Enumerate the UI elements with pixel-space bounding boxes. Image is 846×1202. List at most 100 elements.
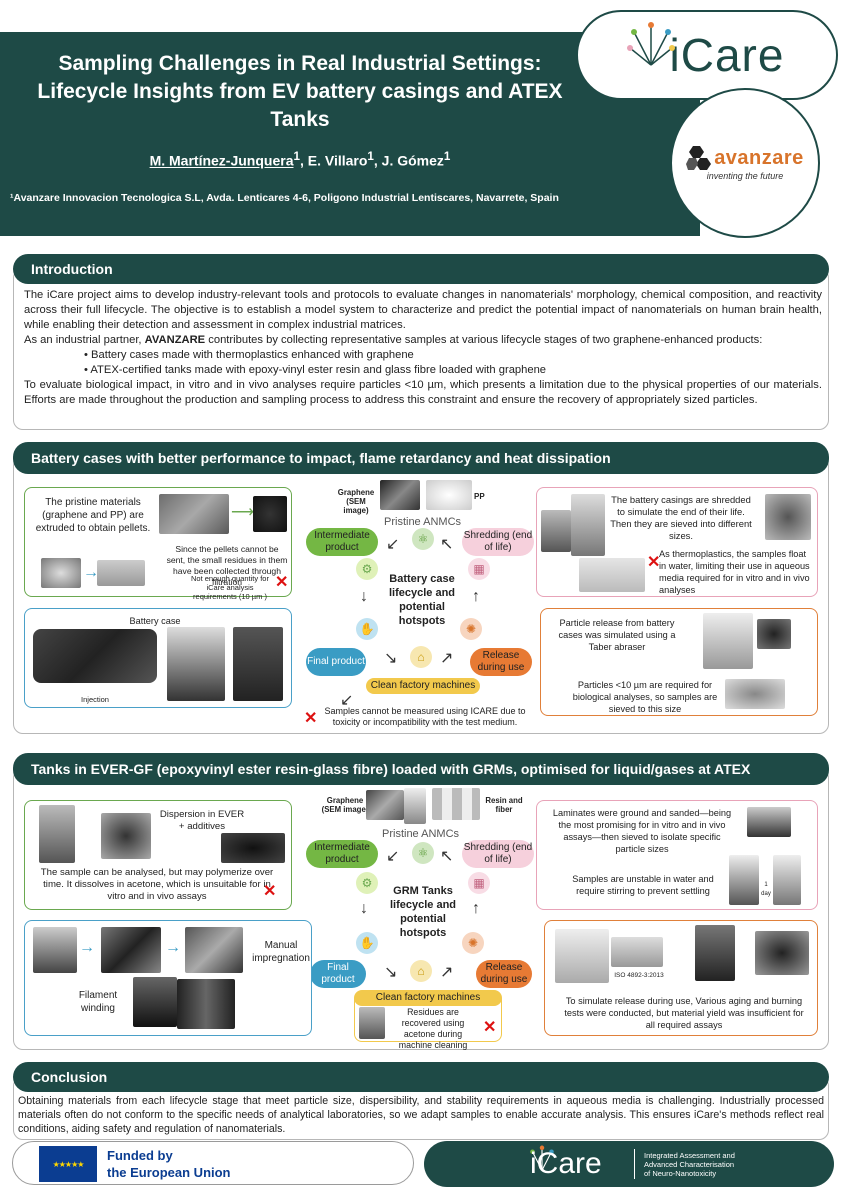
battery-final-panel: Battery case Injection — [24, 608, 292, 708]
tanks-arrow-2: ↖ — [440, 848, 454, 865]
footer-divider — [634, 1149, 635, 1179]
factory-icon: ⌂ — [410, 646, 432, 668]
cross-icon-2: ✕ — [647, 554, 661, 571]
mixer-image — [39, 805, 75, 863]
pill-clean: Clean factory machines — [366, 678, 480, 694]
tanks-shredding-panel: Laminates were ground and sanded—being t… — [536, 800, 818, 910]
tanks-tl-text2: The sample can be analysed, but may poly… — [40, 867, 274, 902]
fiber-image — [432, 788, 480, 820]
injection-part-image — [167, 627, 225, 701]
tanks-arrow-4: ↑ — [472, 900, 480, 917]
cycle-arrow-5: ↘ — [384, 650, 398, 667]
graphene-sem-image — [380, 480, 420, 510]
injection-label: Injection — [81, 695, 109, 704]
filter-image-2 — [97, 560, 145, 586]
tanks-arrow-6: ↗ — [440, 964, 454, 981]
eu-funding-badge: ★★★★★ Funded by the European Union — [12, 1141, 414, 1185]
tanks-tl-text1: Dispersion in EVER + additives — [159, 809, 245, 832]
authors: M. Martínez-Junquera1, E. Villaro1, J. G… — [0, 150, 600, 169]
tanks-pristine-label: Pristine ANMCs — [382, 828, 460, 840]
battery-heading: Battery cases with better performance to… — [13, 442, 829, 474]
battery-tr-text2: As thermoplastics, the samples float in … — [659, 549, 810, 595]
hexagon-icon — [686, 146, 712, 170]
tanks-release-panel: ISO 4892-3:2013 To simulate release duri… — [544, 920, 818, 1036]
tanks-gear-icon: ⚙ — [356, 872, 378, 894]
pp-image — [426, 480, 472, 510]
cycle-arrow-6: ↗ — [440, 650, 454, 667]
battery-note: Samples cannot be measured using ICARE d… — [324, 706, 526, 727]
tanks-arrow-1: ↙ — [386, 848, 400, 865]
vial-image-2 — [773, 855, 801, 905]
intro-heading: Introduction — [13, 254, 829, 284]
eu-line-1: Funded by — [107, 1148, 173, 1163]
tanks-final-panel: → → Manual impregnation Filament winding — [24, 920, 312, 1036]
icare-sub-3: of Neuro-Nanotoxicity — [644, 1169, 717, 1178]
jars-image — [221, 833, 285, 863]
tanks-pill-intermediate: Intermediate product — [306, 840, 378, 868]
sup-1: 1 — [293, 150, 300, 163]
intro-p3: To evaluate biological impact, in vitro … — [24, 379, 822, 406]
cycle-arrow-3: ↓ — [360, 588, 368, 605]
cycle-arrow-4: ↑ — [472, 588, 480, 605]
intro-body: The iCare project aims to develop indust… — [24, 288, 822, 408]
spray-icon: ✺ — [460, 618, 482, 640]
intro-p2: As an industrial partner, AVANZARE contr… — [24, 333, 822, 348]
pill-shredding: Shredding (end of life) — [462, 528, 534, 556]
eu-line-2: the European Union — [107, 1165, 231, 1180]
abrasion-sample-image — [757, 619, 791, 649]
cross-icon-5: ✕ — [483, 1019, 497, 1036]
filament-tube-image — [133, 977, 177, 1027]
cycle-arrow-1: ↙ — [386, 536, 400, 553]
pill-release: Release during use — [470, 648, 532, 676]
molecule-icon: ⚛ — [412, 528, 434, 550]
author-2: , E. Villaro — [299, 152, 368, 169]
tanks-molecule-icon: ⚛ — [412, 842, 434, 864]
cross-icon: ✕ — [275, 574, 289, 591]
arrow-right-icon: ⟶ — [231, 504, 254, 521]
battery-shredding-panel: The battery casings are shredded to simu… — [536, 487, 818, 597]
cross-icon-3: ✕ — [304, 710, 318, 727]
avanzare-row: avanzare — [686, 145, 804, 171]
sup-3: 1 — [443, 150, 451, 163]
tanks-heading: Tanks in EVER-GF (epoxyvinyl ester resin… — [13, 753, 829, 809]
battery-case-title: Battery case — [129, 616, 181, 626]
icare-logo-text: iCare — [669, 29, 785, 81]
shredder-icon: ▦ — [468, 558, 490, 580]
tanks-pill-release: Release during use — [476, 960, 532, 988]
impregnation-image-2 — [185, 927, 243, 973]
icare-sub-1: Integrated Assessment and — [644, 1151, 735, 1160]
tanks-graphene-label: Graphene (SEM image) — [321, 796, 369, 814]
cleaning-image — [359, 1007, 385, 1039]
tanks-tr-text2: Samples are unstable in water and requir… — [572, 874, 714, 896]
filter-image-1 — [41, 558, 81, 588]
tanks-pill-clean: Clean factory machines — [354, 990, 502, 1006]
mould-image — [33, 927, 77, 973]
affiliation: ¹Avanzare Innovacion Tecnologica S.L, Av… — [10, 192, 559, 204]
eu-text: Funded by the European Union — [107, 1147, 231, 1181]
title-line-2: Lifecycle Insights from EV battery casin… — [37, 80, 563, 103]
tanks-arrow-5: ↘ — [384, 964, 398, 981]
sup-2: 1 — [367, 150, 374, 163]
tanks-intermediate-panel: Dispersion in EVER + additives The sampl… — [24, 800, 292, 910]
intro-list: Battery cases made with thermoplastics e… — [84, 348, 822, 378]
icare-footer-burst-icon — [530, 1145, 554, 1171]
pill-final: Final product — [306, 648, 366, 676]
icare-footer-sub: Integrated Assessment and Advanced Chara… — [644, 1151, 735, 1178]
battery-tl-text1: The pristine materials (graphene and PP)… — [35, 497, 151, 534]
gear-icon: ⚙ — [356, 558, 378, 580]
battery-tl-text3: Not enough quantity for iCare analysis r… — [191, 574, 269, 601]
resin-bottle-image — [404, 788, 426, 824]
intro-p2-bold: AVANZARE — [144, 334, 206, 346]
pp-label: PP — [474, 492, 485, 501]
tanks-hand-icon: ✋ — [356, 932, 378, 954]
cross-icon-4: ✕ — [263, 883, 277, 900]
tanks-pill-shredding: Shredding (end of life) — [462, 840, 534, 868]
hand-icon: ✋ — [356, 618, 378, 640]
vials-image — [579, 558, 645, 592]
impregnation-image-1 — [101, 927, 161, 973]
test-samples-image — [611, 937, 663, 967]
eu-flag-icon: ★★★★★ — [39, 1146, 97, 1182]
tanks-factory-icon: ⌂ — [410, 960, 432, 982]
pill-intermediate: Intermediate product — [306, 528, 378, 556]
manual-impregnation-label: Manual impregnation — [252, 940, 310, 964]
